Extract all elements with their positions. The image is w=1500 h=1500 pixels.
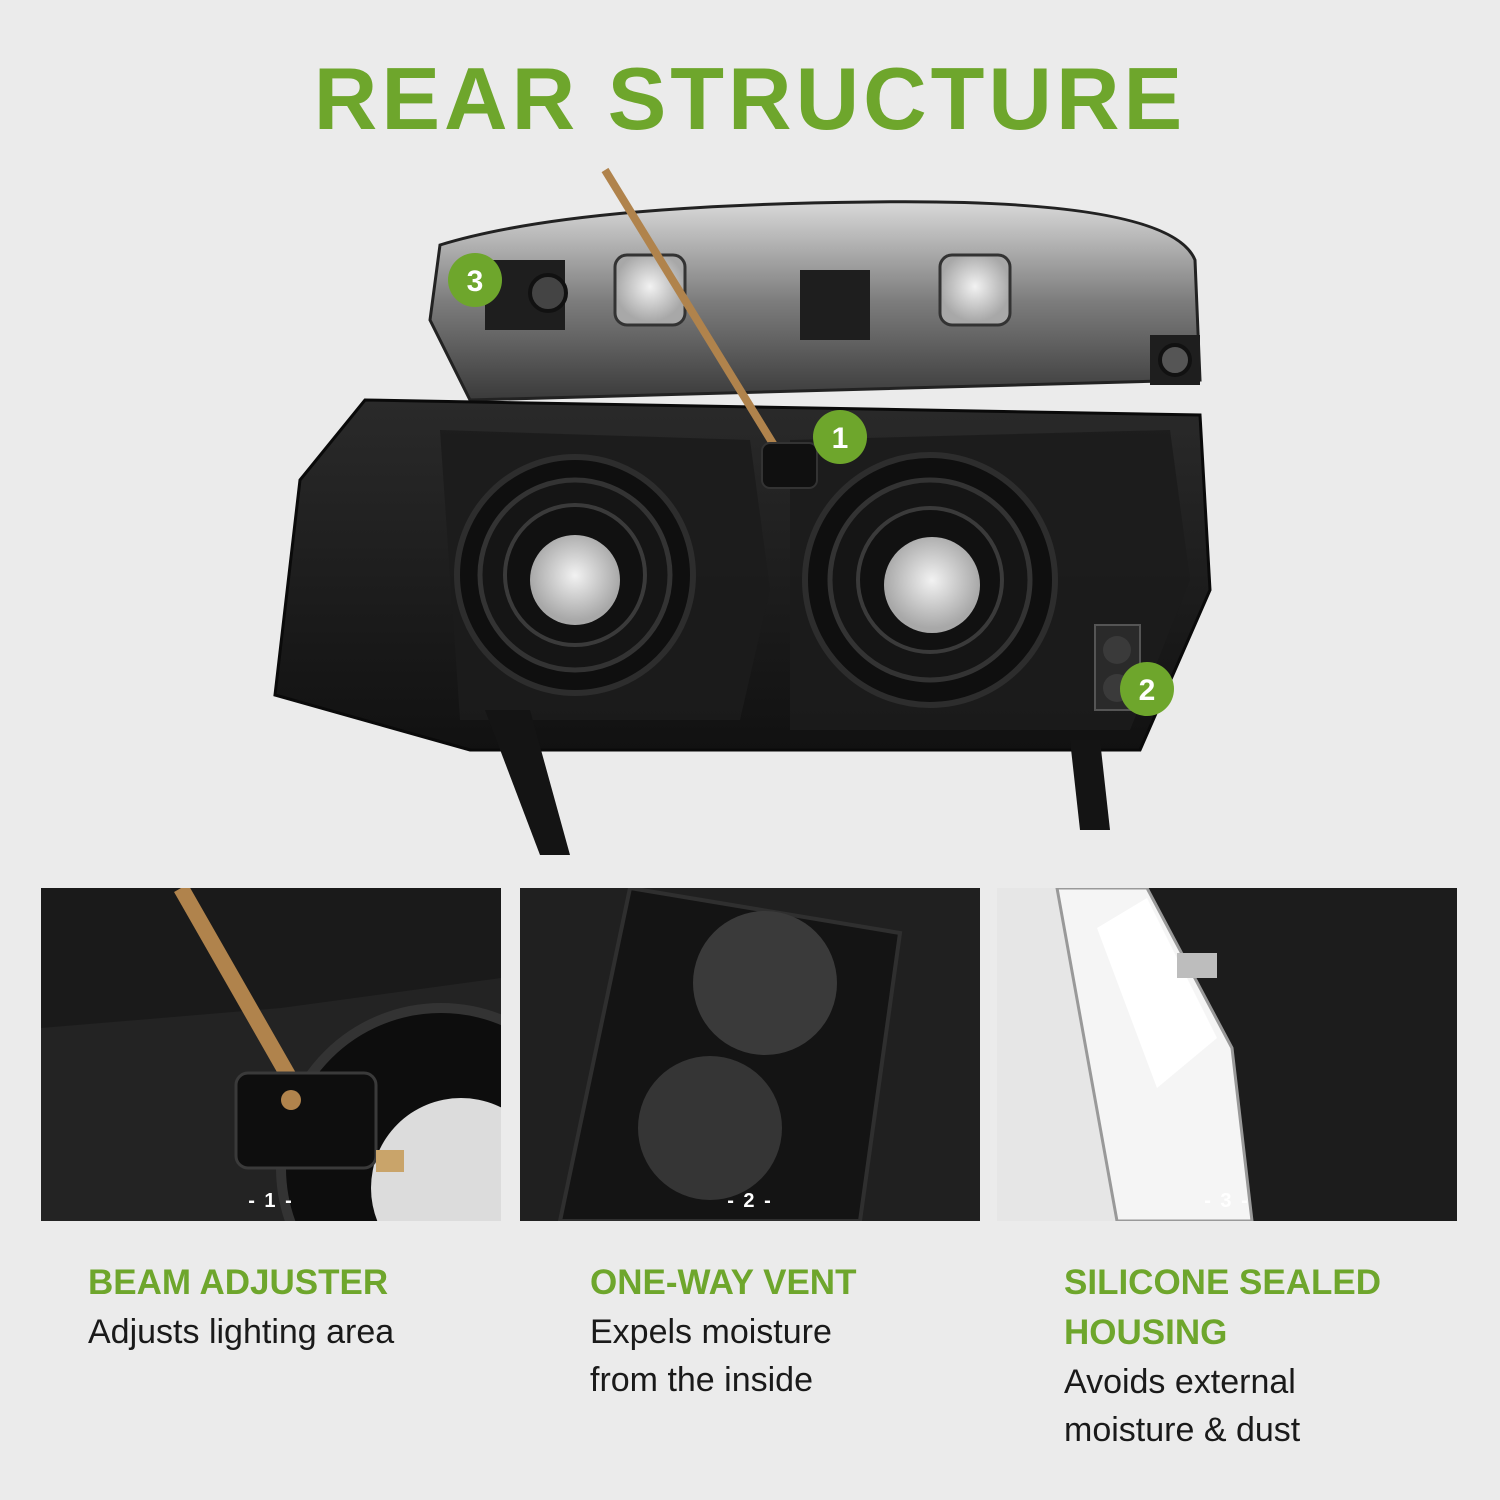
feature-silicone-sealed-housing: SILICONE SEALED HOUSING Avoids external … (1064, 1258, 1454, 1454)
headlight-illustration: 1 2 3 (273, 167, 1212, 855)
headlight-rear-image: 1 2 3 (270, 150, 1240, 860)
callout-2-number: 2 (1139, 674, 1156, 707)
panel-index-3: - 3 - (1204, 1190, 1250, 1212)
callout-2: 2 (1120, 662, 1174, 716)
feature-title: SILICONE SEALED HOUSING (1064, 1263, 1381, 1352)
sealed-housing-closeup (997, 888, 1457, 1221)
detail-panel-vent: - 2 - (520, 888, 980, 1221)
panel-index-1: - 1 - (248, 1190, 294, 1212)
beam-adjuster-closeup (41, 888, 501, 1221)
callout-1: 1 (813, 410, 867, 464)
callout-3: 3 (448, 253, 502, 307)
feature-description: Expels moisture from the inside (590, 1313, 832, 1399)
feature-title: BEAM ADJUSTER (88, 1263, 389, 1302)
panel-index-2: - 2 - (727, 1190, 773, 1212)
callout-3-number: 3 (467, 265, 484, 298)
feature-title: ONE-WAY VENT (590, 1263, 857, 1302)
detail-panel-beam-adjuster: - 1 - (41, 888, 501, 1221)
feature-beam-adjuster: BEAM ADJUSTER Adjusts lighting area (88, 1258, 508, 1356)
page-title: REAR STRUCTURE (313, 49, 1187, 148)
callout-1-number: 1 (832, 422, 849, 455)
vent-closeup (520, 888, 980, 1221)
feature-description: Avoids external moisture & dust (1064, 1363, 1301, 1449)
feature-description: Adjusts lighting area (88, 1313, 395, 1351)
detail-panel-sealed-housing: - 3 - (997, 888, 1457, 1221)
feature-one-way-vent: ONE-WAY VENT Expels moisture from the in… (590, 1258, 890, 1404)
